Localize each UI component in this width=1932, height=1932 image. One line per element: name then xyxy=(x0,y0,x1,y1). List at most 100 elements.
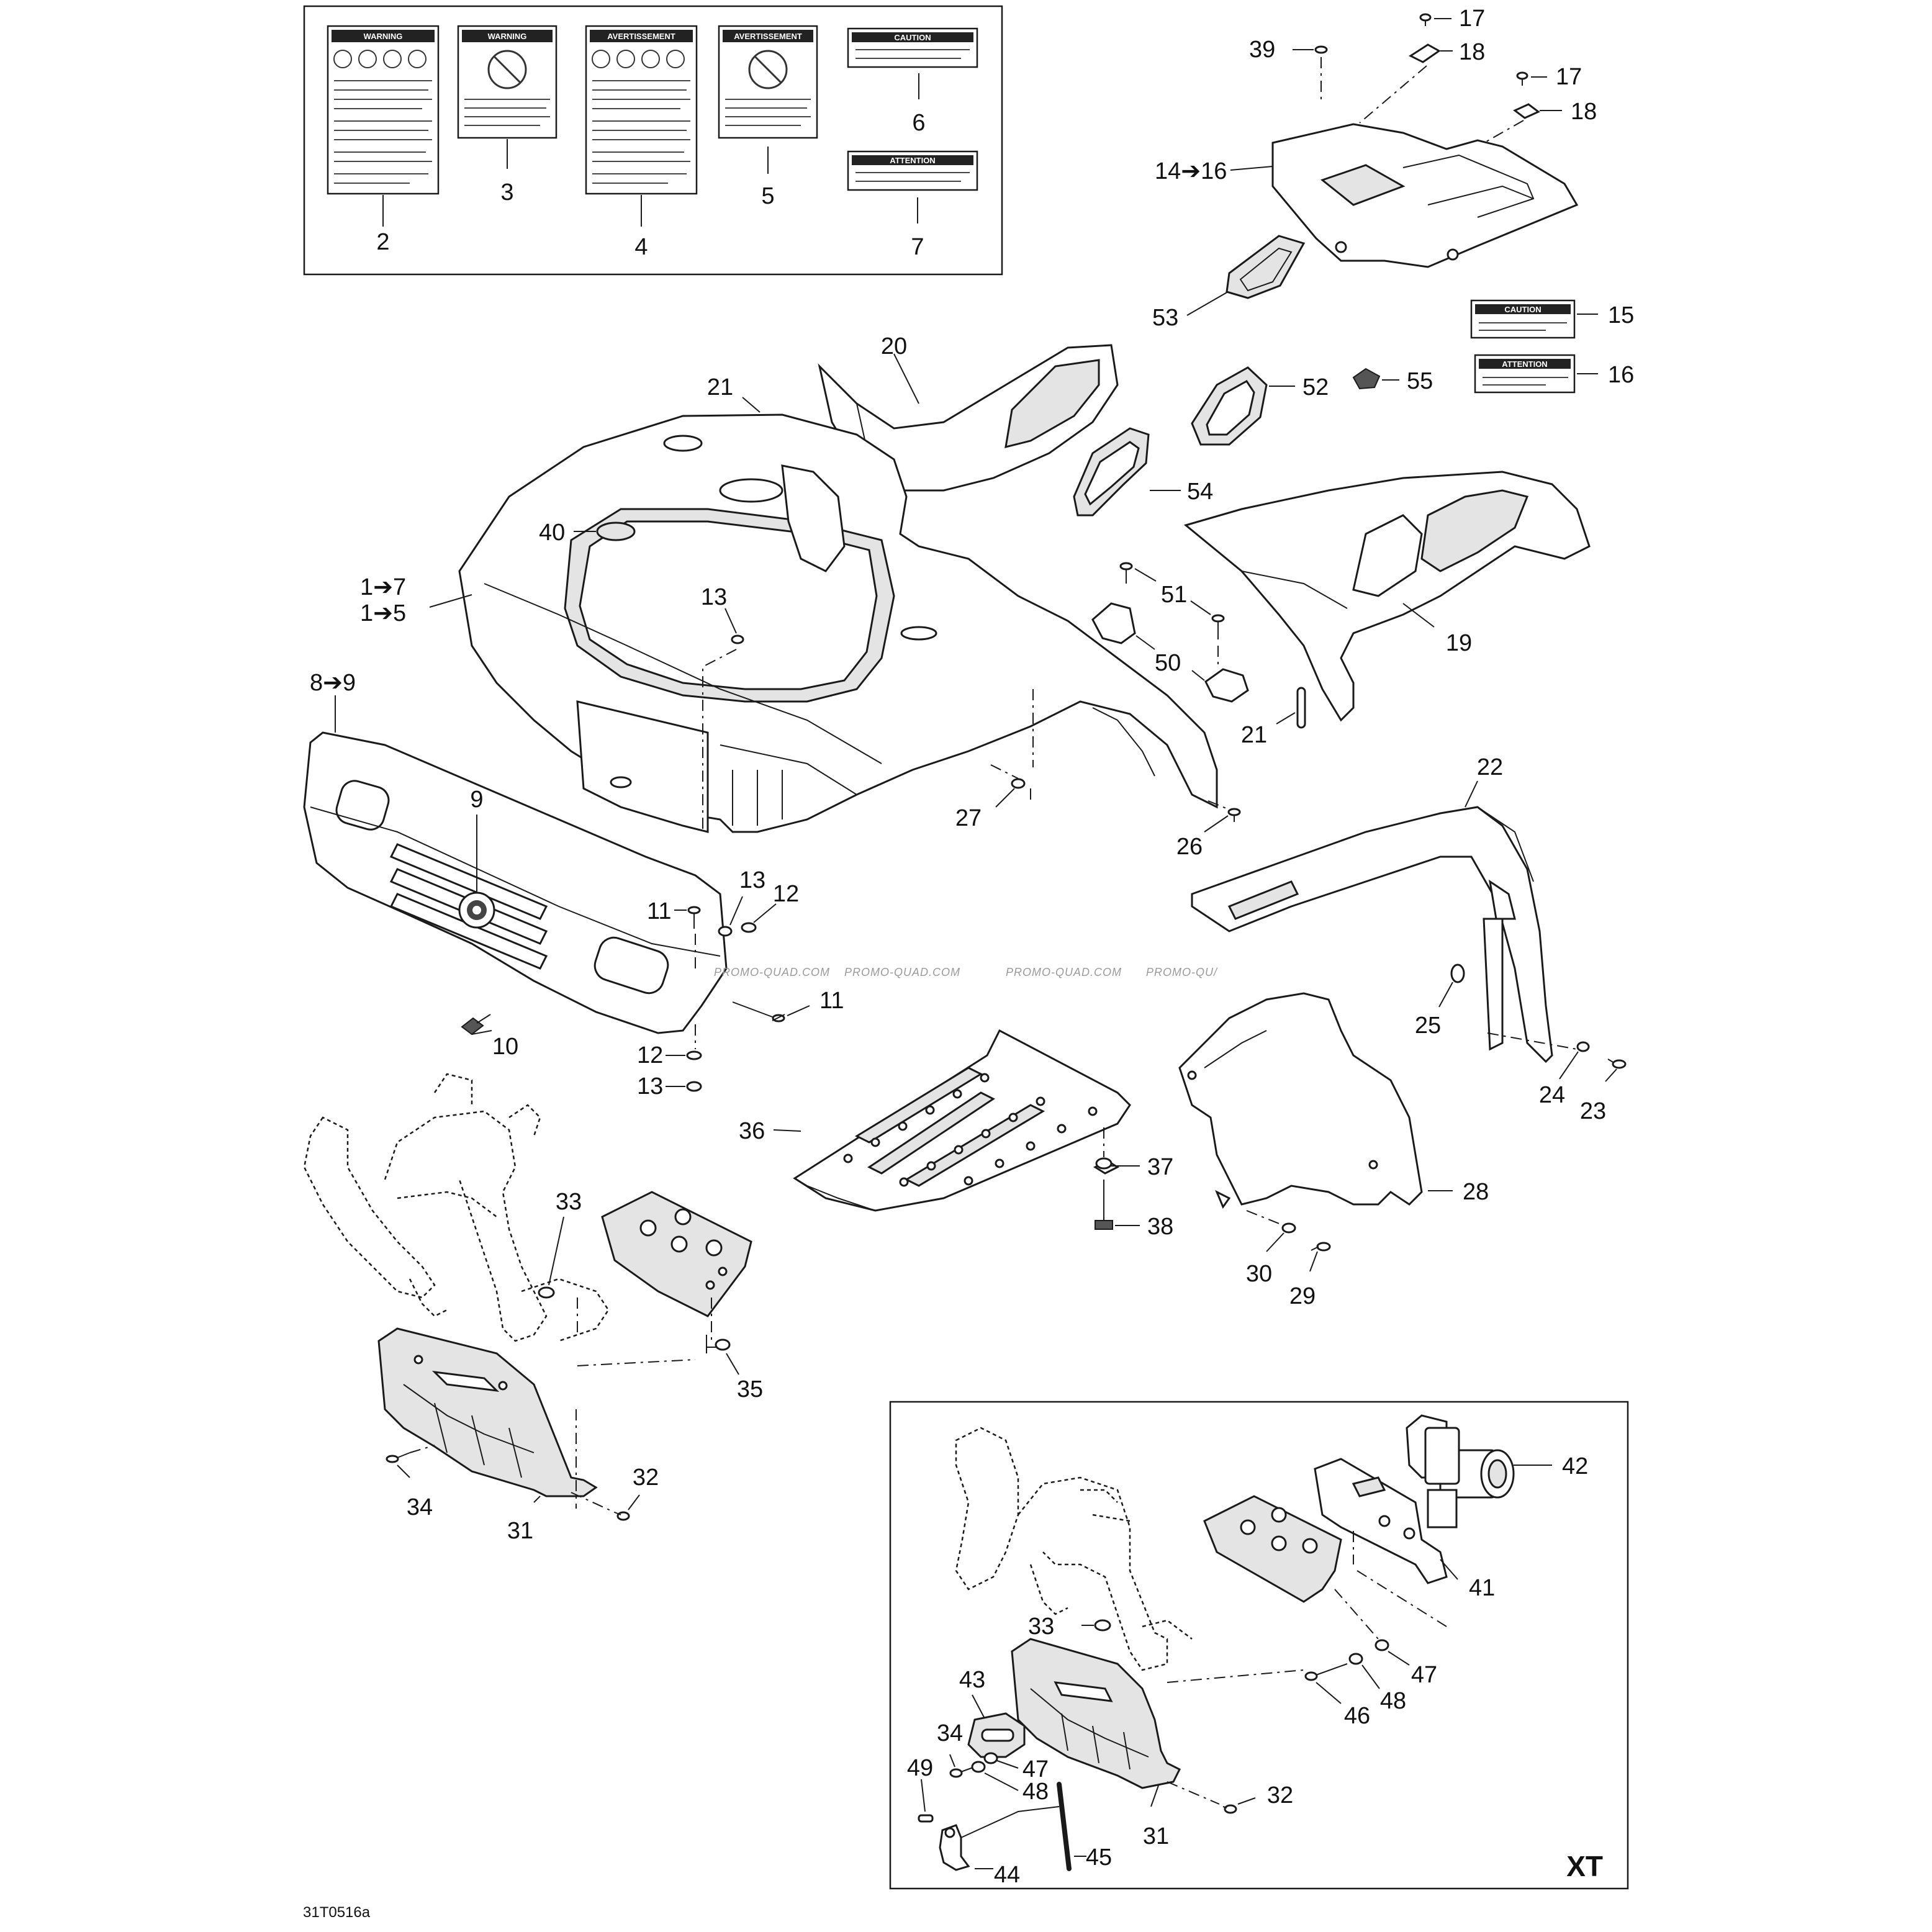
callout-25: 25 xyxy=(1415,1013,1441,1039)
callout-29: 29 xyxy=(1289,1283,1316,1309)
callout-40: 40 xyxy=(539,520,565,546)
callout-17b: 17 xyxy=(1556,64,1582,90)
callout-31b: 31 xyxy=(1143,1823,1169,1849)
part-53-vent-grille xyxy=(1226,235,1306,299)
callout-27: 27 xyxy=(955,805,982,831)
decal-3-age-warning-label: WARNING xyxy=(457,25,557,139)
callout-33b: 33 xyxy=(1028,1614,1054,1640)
callout-52: 52 xyxy=(1302,374,1329,400)
part-49-pin xyxy=(918,1814,934,1823)
part-47-washer-xt-right xyxy=(1375,1639,1389,1651)
part-26-screw xyxy=(1227,808,1241,822)
part-14-16-storage-compartment xyxy=(1271,123,1579,268)
watermark-2: PROMO-QUAD.COM xyxy=(844,966,960,978)
callout-38: 38 xyxy=(1147,1214,1173,1240)
callout-32b: 32 xyxy=(1267,1782,1293,1808)
decal-4-title: AVERTISSEMENT xyxy=(607,32,675,41)
part-9-emblem xyxy=(458,892,495,929)
xt-bumper-phantom xyxy=(955,1427,1193,1671)
xt-inset-box: XT 41 xyxy=(889,1401,1629,1890)
callout-11b: 11 xyxy=(819,988,844,1014)
part-54-grille-insert xyxy=(1073,427,1150,517)
callout-17a: 17 xyxy=(1459,6,1485,32)
part-18-clip-second xyxy=(1513,103,1540,119)
callout-54: 54 xyxy=(1187,479,1213,505)
part-48-lockwasher-xt-right xyxy=(1348,1653,1363,1665)
part-39-screw xyxy=(1314,45,1328,54)
callout-45: 45 xyxy=(1086,1844,1112,1871)
callout-37: 37 xyxy=(1147,1154,1173,1180)
decal-6-title: CAUTION xyxy=(894,33,931,42)
callout-18a: 18 xyxy=(1459,39,1485,65)
callout-7: 7 xyxy=(911,234,924,260)
part-17-screw-second xyxy=(1516,71,1528,86)
callout-47b: 47 xyxy=(1022,1756,1049,1782)
callout-50: 50 xyxy=(1155,650,1181,676)
bumper-guard-phantom xyxy=(303,1073,610,1342)
callout-21a: 21 xyxy=(707,374,733,400)
callout-30: 30 xyxy=(1246,1261,1272,1287)
callout-15: 15 xyxy=(1608,302,1634,328)
part-34-screw-left xyxy=(386,1452,410,1463)
part-32-screw-xt xyxy=(1222,1804,1237,1814)
decal-7-attention-label: ATTENTION xyxy=(847,150,978,191)
part-40-cap xyxy=(596,521,636,541)
callout-48b: 48 xyxy=(1022,1779,1049,1805)
part-1-front-fender xyxy=(458,413,1218,833)
callout-16: 16 xyxy=(1608,362,1634,388)
callout-10: 10 xyxy=(492,1034,518,1060)
callout-53: 53 xyxy=(1152,305,1178,331)
callout-34a: 34 xyxy=(407,1494,433,1520)
part-23-screw xyxy=(1607,1059,1627,1069)
part-18-clip-top xyxy=(1408,43,1441,63)
callout-34b: 34 xyxy=(937,1720,963,1746)
callout-20: 20 xyxy=(881,333,907,359)
callout-18b: 18 xyxy=(1571,99,1597,125)
callout-14: 14➔16 xyxy=(1155,158,1227,184)
watermark-3: PROMO-QUAD.COM xyxy=(1006,966,1122,978)
decal-15-caution-small: CAUTION xyxy=(1470,299,1576,339)
watermark-4: PROMO-QU/ xyxy=(1146,966,1218,978)
decal-2-warning-label: WARNING xyxy=(327,25,440,195)
part-11-screw-lower xyxy=(772,1014,785,1022)
decal-6-caution-label: CAUTION xyxy=(847,27,978,68)
part-13-nut-lower xyxy=(686,1081,702,1092)
part-24-washer xyxy=(1576,1041,1590,1052)
callout-47a: 47 xyxy=(1411,1662,1437,1688)
part-10-bolt xyxy=(461,1014,491,1036)
callout-1b: 1➔5 xyxy=(360,600,406,626)
part-20-side-panel-left xyxy=(818,344,1119,492)
callout-42: 42 xyxy=(1562,1453,1588,1479)
part-33-nut-xt xyxy=(1094,1619,1111,1632)
callout-6: 6 xyxy=(912,110,925,136)
callout-41: 41 xyxy=(1469,1575,1495,1601)
callout-51: 51 xyxy=(1161,582,1187,608)
part-42-winch xyxy=(1406,1414,1515,1528)
skid-plate-holes xyxy=(843,1073,1098,1187)
callout-9: 9 xyxy=(470,787,483,813)
callout-48a: 48 xyxy=(1380,1688,1406,1714)
callout-1a: 1➔7 xyxy=(360,574,406,600)
part-11-screw-upper xyxy=(687,906,701,929)
part-19-side-panel-right xyxy=(1183,471,1591,722)
callout-28: 28 xyxy=(1463,1179,1489,1205)
part-45-rod xyxy=(1057,1782,1072,1871)
part-44-winch-hook xyxy=(939,1806,1060,1871)
xt-label: XT xyxy=(1566,1850,1603,1882)
part-17-screw-top xyxy=(1419,13,1432,26)
callout-12a: 12 xyxy=(773,881,799,907)
part-41-winch-mount xyxy=(1314,1458,1448,1584)
part-34-screw-xt xyxy=(949,1766,975,1778)
part-21-pin-right xyxy=(1296,687,1306,729)
callout-22: 22 xyxy=(1477,754,1503,780)
part-37-spacer xyxy=(1093,1157,1120,1175)
callout-24: 24 xyxy=(1539,1082,1565,1108)
part-38-bolt xyxy=(1095,1180,1113,1230)
callout-19: 19 xyxy=(1446,630,1472,656)
callout-31a: 31 xyxy=(507,1518,533,1544)
callout-26: 26 xyxy=(1176,834,1203,860)
drawing-code: 31T0516a xyxy=(303,1904,371,1921)
callout-46: 46 xyxy=(1344,1703,1370,1729)
decal-15-title: CAUTION xyxy=(1504,305,1541,314)
